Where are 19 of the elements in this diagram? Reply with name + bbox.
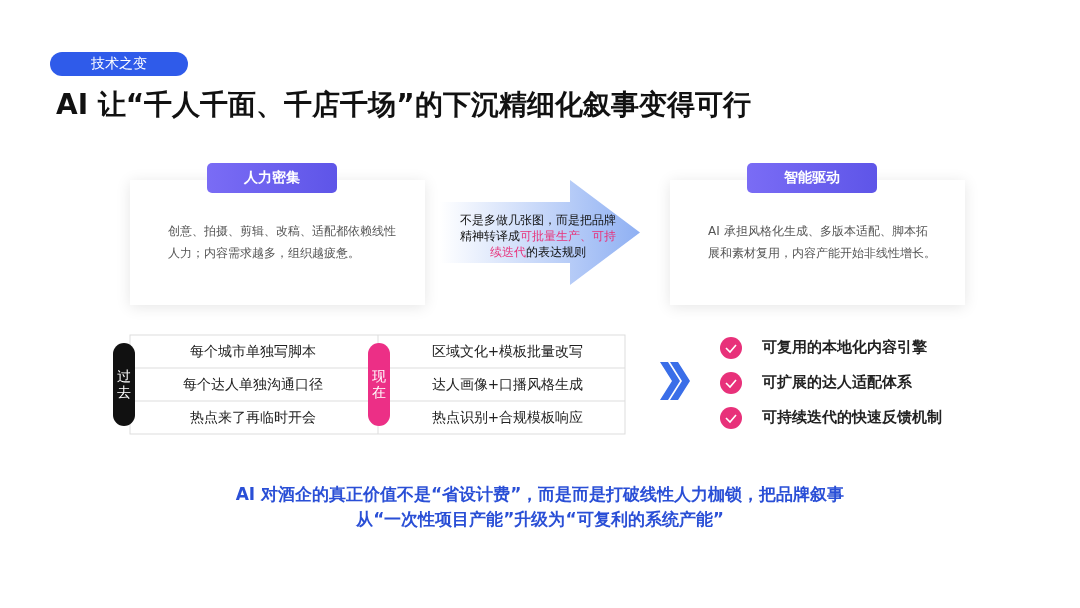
header-tag: 人力密集 (207, 163, 337, 193)
benefit-text: 可复用的本地化内容引擎 (762, 338, 927, 357)
table-cell-text: 达人画像+口播风格生成 (430, 374, 585, 394)
table-cell-text: 区域文化+模板批量改写 (430, 341, 585, 361)
table-cell-text: 热点来了再临时开会 (189, 407, 317, 427)
table-cell-text: 热点识别+合规模板响应 (430, 407, 585, 427)
benefit-text: 可持续迭代的快速反馈机制 (762, 408, 942, 427)
period-tag: 过去 (113, 343, 135, 426)
section-tag: 技术之变 (50, 52, 188, 76)
period-tag: 现在 (368, 343, 390, 426)
table-cell-text: 每个城市单独写脚本 (189, 341, 317, 361)
title: AI 让“千人千面、千店千场”的下沉精细化叙事变得可行 (56, 87, 751, 123)
description-text: AI 承担风格化生成、多版本适配、脚本拓展和素材复用，内容产能开始非线性增长。 (708, 223, 937, 262)
benefit-text: 可扩展的达人适配体系 (762, 373, 912, 392)
header-tag: 智能驱动 (747, 163, 877, 193)
table-cell-text: 每个达人单独沟通口径 (182, 374, 324, 394)
arrow-text: 不是多做几张图，而是把品牌精神转译成可批量生产、可持续迭代的表达规则 (459, 212, 617, 260)
description-text: 创意、拍摄、剪辑、改稿、适配都依赖线性人力；内容需求越多，组织越疲惫。 (168, 223, 397, 262)
conclusion-text: AI 对酒企的真正价值不是“省设计费”，而是而是打破线性人力枷锁，把品牌叙事从“一次性项目产能”升级为“可复利的系统产能” (234, 483, 846, 531)
